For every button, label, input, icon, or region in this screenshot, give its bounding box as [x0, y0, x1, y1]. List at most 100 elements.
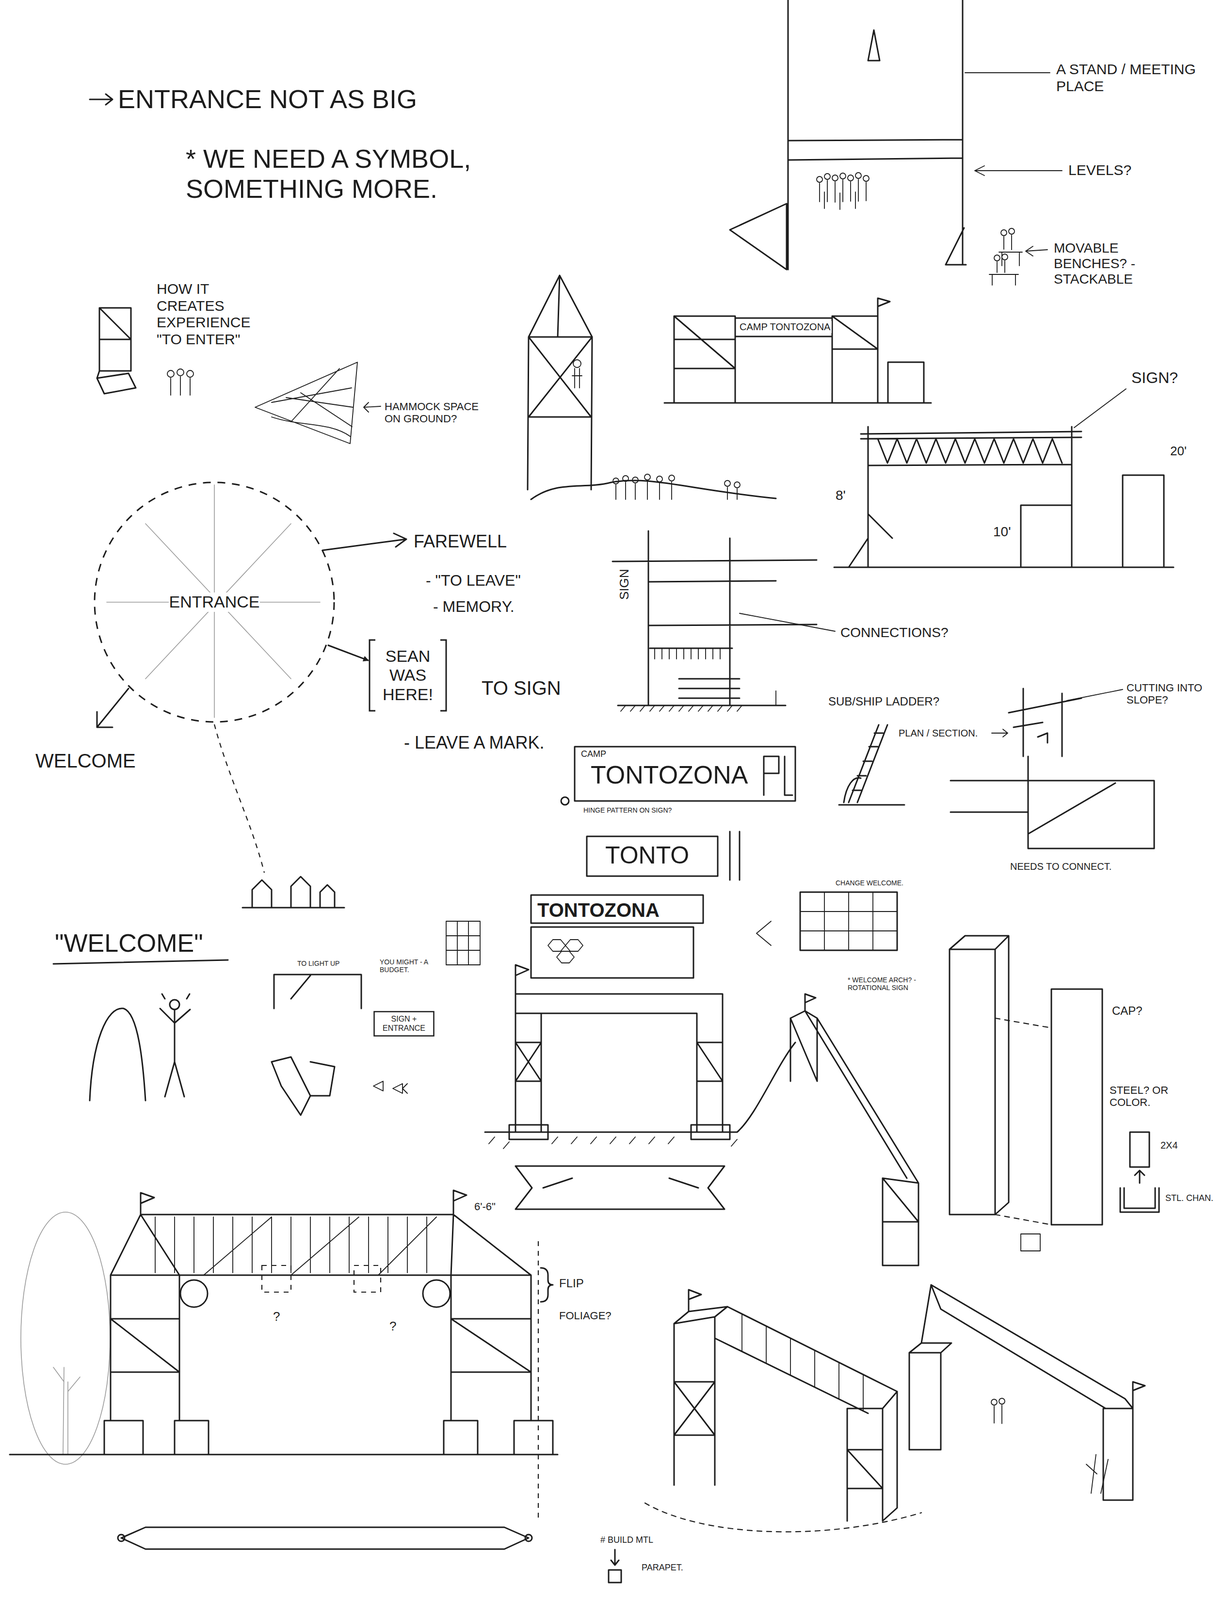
people-figures	[668, 475, 675, 482]
sign-study	[586, 831, 740, 881]
sign-study	[574, 746, 796, 802]
entrance-arrows	[322, 533, 407, 551]
post-prism-sketch	[995, 1018, 1052, 1225]
post-prism-sketch	[1020, 1234, 1041, 1252]
people-figures	[974, 165, 1063, 176]
sketch-note: - MEMORY.	[431, 597, 516, 617]
welcome-underline	[53, 960, 228, 965]
pointer-arrow	[89, 94, 113, 105]
grid-sketch	[446, 921, 481, 966]
ladder-sketch	[838, 724, 905, 806]
sketch-note: - "TO LEAVE"	[424, 571, 523, 591]
node-label: SIGN + ENTRANCE	[377, 1014, 431, 1033]
sign-gate-sketch	[834, 426, 1174, 568]
people-figures	[177, 369, 184, 376]
box-outline	[374, 1012, 435, 1037]
small-sign-sketch	[271, 974, 362, 1116]
sign-gate-sketch	[834, 388, 1174, 568]
dashed-outline	[354, 1265, 381, 1293]
sketch-note: 8'	[834, 487, 848, 504]
people-figures	[832, 175, 838, 181]
main-gate-elevation	[117, 1534, 125, 1542]
people-figures	[734, 482, 741, 488]
ladder-sketch	[838, 724, 1008, 806]
hammock-sketch	[255, 362, 381, 444]
grid-sketch	[446, 921, 772, 966]
sketch-note: # BUILD MTL	[598, 1534, 655, 1547]
sign-tower-sketch	[612, 531, 817, 706]
people-figures	[1008, 228, 1015, 235]
arrow-connector	[327, 644, 369, 661]
grid-sketch	[800, 892, 898, 951]
post-prism-sketch	[949, 935, 1103, 1225]
gate-perspective	[608, 1289, 922, 1583]
people-sketch	[242, 876, 345, 908]
dashed-outline	[261, 1265, 291, 1293]
people-figures	[819, 179, 867, 210]
sketch-note: CUTTING INTO SLOPE?	[1125, 681, 1216, 708]
people-figures	[1001, 254, 1008, 260]
sketch-note: TO LIGHT UP	[295, 959, 341, 968]
sketch-note: YOU MIGHT - A BUDGET.	[378, 957, 440, 975]
gate-perspective	[991, 1399, 998, 1406]
sketch-note: NEEDS TO CONNECT.	[1008, 860, 1113, 873]
sketch-note: SUB/SHIP LADDER?	[826, 694, 941, 709]
main-gate-elevation	[525, 1534, 532, 1542]
gate-perspective	[674, 1289, 898, 1522]
people-figures	[855, 172, 862, 179]
people-figures	[824, 173, 831, 180]
faint-star	[106, 484, 321, 718]
post-prism-sketch	[949, 935, 1103, 1252]
lookout-tower-sketch	[527, 275, 593, 490]
sketch-note: CAMP TONTOZONA	[738, 321, 832, 334]
sign-study	[763, 756, 793, 796]
grid-sketch	[800, 892, 898, 951]
sketch-note: FAREWELL	[412, 531, 509, 552]
sign-tower-sketch	[620, 613, 836, 712]
lookout-tower-sketch	[531, 480, 776, 500]
sketch-note: FLIP	[557, 1276, 586, 1291]
tree-sketch	[20, 1212, 111, 1465]
main-gate-elevation	[180, 1280, 208, 1308]
stack-sketch	[96, 307, 136, 394]
sketch-note: 2X4	[1159, 1139, 1180, 1152]
tree-sketch	[20, 1212, 111, 1465]
sketch-note: - LEAVE A MARK.	[402, 732, 546, 754]
entrance-arrows	[96, 688, 129, 728]
sketch-note: * WE NEED A SYMBOL, SOMETHING MORE.	[184, 143, 624, 205]
dashed-outline	[537, 1241, 539, 1523]
sketch-note: TONTO	[603, 841, 691, 871]
node-label: ENTRANCE	[168, 592, 260, 612]
hammock-sketch	[255, 362, 358, 444]
slope-sketch	[1008, 688, 1082, 757]
sketch-note: ENTRANCE NOT AS BIG	[116, 83, 419, 115]
people-figures	[839, 173, 846, 179]
people-figures	[816, 176, 823, 183]
people-figures	[167, 370, 175, 378]
sign-tower-sketch	[612, 531, 836, 712]
sign-study	[561, 746, 796, 806]
people-figures	[989, 235, 1023, 286]
people-figures	[622, 475, 629, 482]
people-figures	[612, 478, 619, 484]
sketch-note: SIGN	[616, 567, 633, 602]
sign-study	[561, 797, 569, 806]
dotted-path	[214, 724, 265, 873]
sketch-note: 6'-6"	[472, 1200, 498, 1214]
main-gate-elevation	[422, 1280, 451, 1308]
gate-perspective	[644, 1503, 922, 1532]
faint-star	[106, 484, 321, 718]
sign-box: SIGN + ENTRANCE	[373, 1011, 435, 1037]
people-figures	[863, 175, 870, 182]
sketch-note: "WELCOME"	[53, 928, 205, 959]
grid-sketch	[800, 892, 898, 951]
sign-study	[531, 927, 694, 979]
people-sketch	[242, 876, 345, 908]
people-figures	[572, 359, 741, 500]
welcome-underline	[53, 960, 228, 965]
small-sign-sketch	[271, 974, 408, 1116]
sketch-note: HINGE PATTERN ON SIGN?	[581, 805, 674, 815]
